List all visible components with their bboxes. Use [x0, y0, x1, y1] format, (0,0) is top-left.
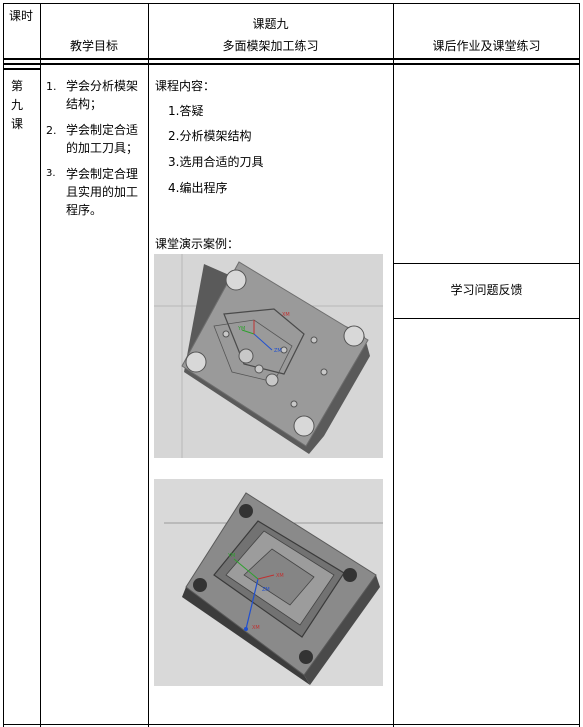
- image2-axis-label-4: XM: [252, 625, 260, 631]
- content-item-1: 1.答疑: [168, 104, 204, 118]
- col-divider-2: [148, 3, 149, 727]
- header-lesson-hours: 课时: [9, 9, 34, 23]
- table-bottom-border: [3, 724, 580, 725]
- objective-1-line-2: 结构；: [66, 97, 103, 111]
- image2-axis-label-1: XM: [276, 573, 284, 579]
- image2-axis-label-2: YM: [227, 553, 235, 559]
- objective-3-line-1: 学会制定合理: [66, 167, 139, 181]
- header-topic-number: 课题九: [252, 17, 289, 31]
- table-left-border: [3, 3, 4, 727]
- col-divider-1: [40, 3, 41, 727]
- content-item-2: 2.分析模架结构: [168, 129, 252, 143]
- image1-axis-label-1: XM: [282, 312, 290, 318]
- content-item-4: 4.编出程序: [168, 181, 228, 195]
- right-col-rule-2: [393, 318, 580, 319]
- demo-heading: 课堂演示案例：: [155, 237, 240, 251]
- feedback-label: 学习问题反馈: [450, 283, 523, 297]
- table-right-border: [579, 3, 580, 727]
- mold-plate-image-2: XM YM ZM XM: [154, 479, 383, 686]
- objective-1-line-1: 学会分析模架: [66, 79, 139, 93]
- lesson-label-char-2: 九: [11, 98, 24, 112]
- objective-2-number: 2.: [46, 124, 57, 137]
- first-col-rule: [3, 68, 40, 70]
- header-topic-title: 多面模架加工练习: [222, 39, 319, 53]
- image1-axis-label-2: YM: [237, 326, 245, 332]
- right-col-rule-1: [393, 263, 580, 264]
- objective-2-line-2: 的加工刀具；: [66, 141, 139, 155]
- image1-axis-label-3: ZM: [274, 348, 282, 354]
- content-item-3: 3.选用合适的刀具: [168, 155, 264, 169]
- objective-3-number: 3.: [46, 168, 56, 179]
- objective-1-number: 1.: [46, 80, 57, 93]
- header-double-rule-2: [3, 63, 580, 65]
- header-homework: 课后作业及课堂练习: [432, 39, 541, 53]
- lesson-label-char-1: 第: [11, 79, 24, 93]
- header-double-rule-1: [3, 58, 580, 60]
- lesson-label-char-3: 课: [11, 117, 24, 131]
- table-top-border: [3, 3, 580, 4]
- col-divider-3: [393, 3, 394, 727]
- objective-3-line-2: 且实用的加工: [66, 185, 139, 199]
- image2-axis-label-3: ZM: [262, 587, 270, 593]
- objective-3-line-3: 程序。: [66, 203, 103, 217]
- mold-plate-image-1: XM YM ZM: [154, 254, 383, 458]
- header-teaching-goals: 教学目标: [69, 39, 118, 53]
- content-heading: 课程内容：: [155, 79, 216, 93]
- objective-2-line-1: 学会制定合适: [66, 123, 139, 137]
